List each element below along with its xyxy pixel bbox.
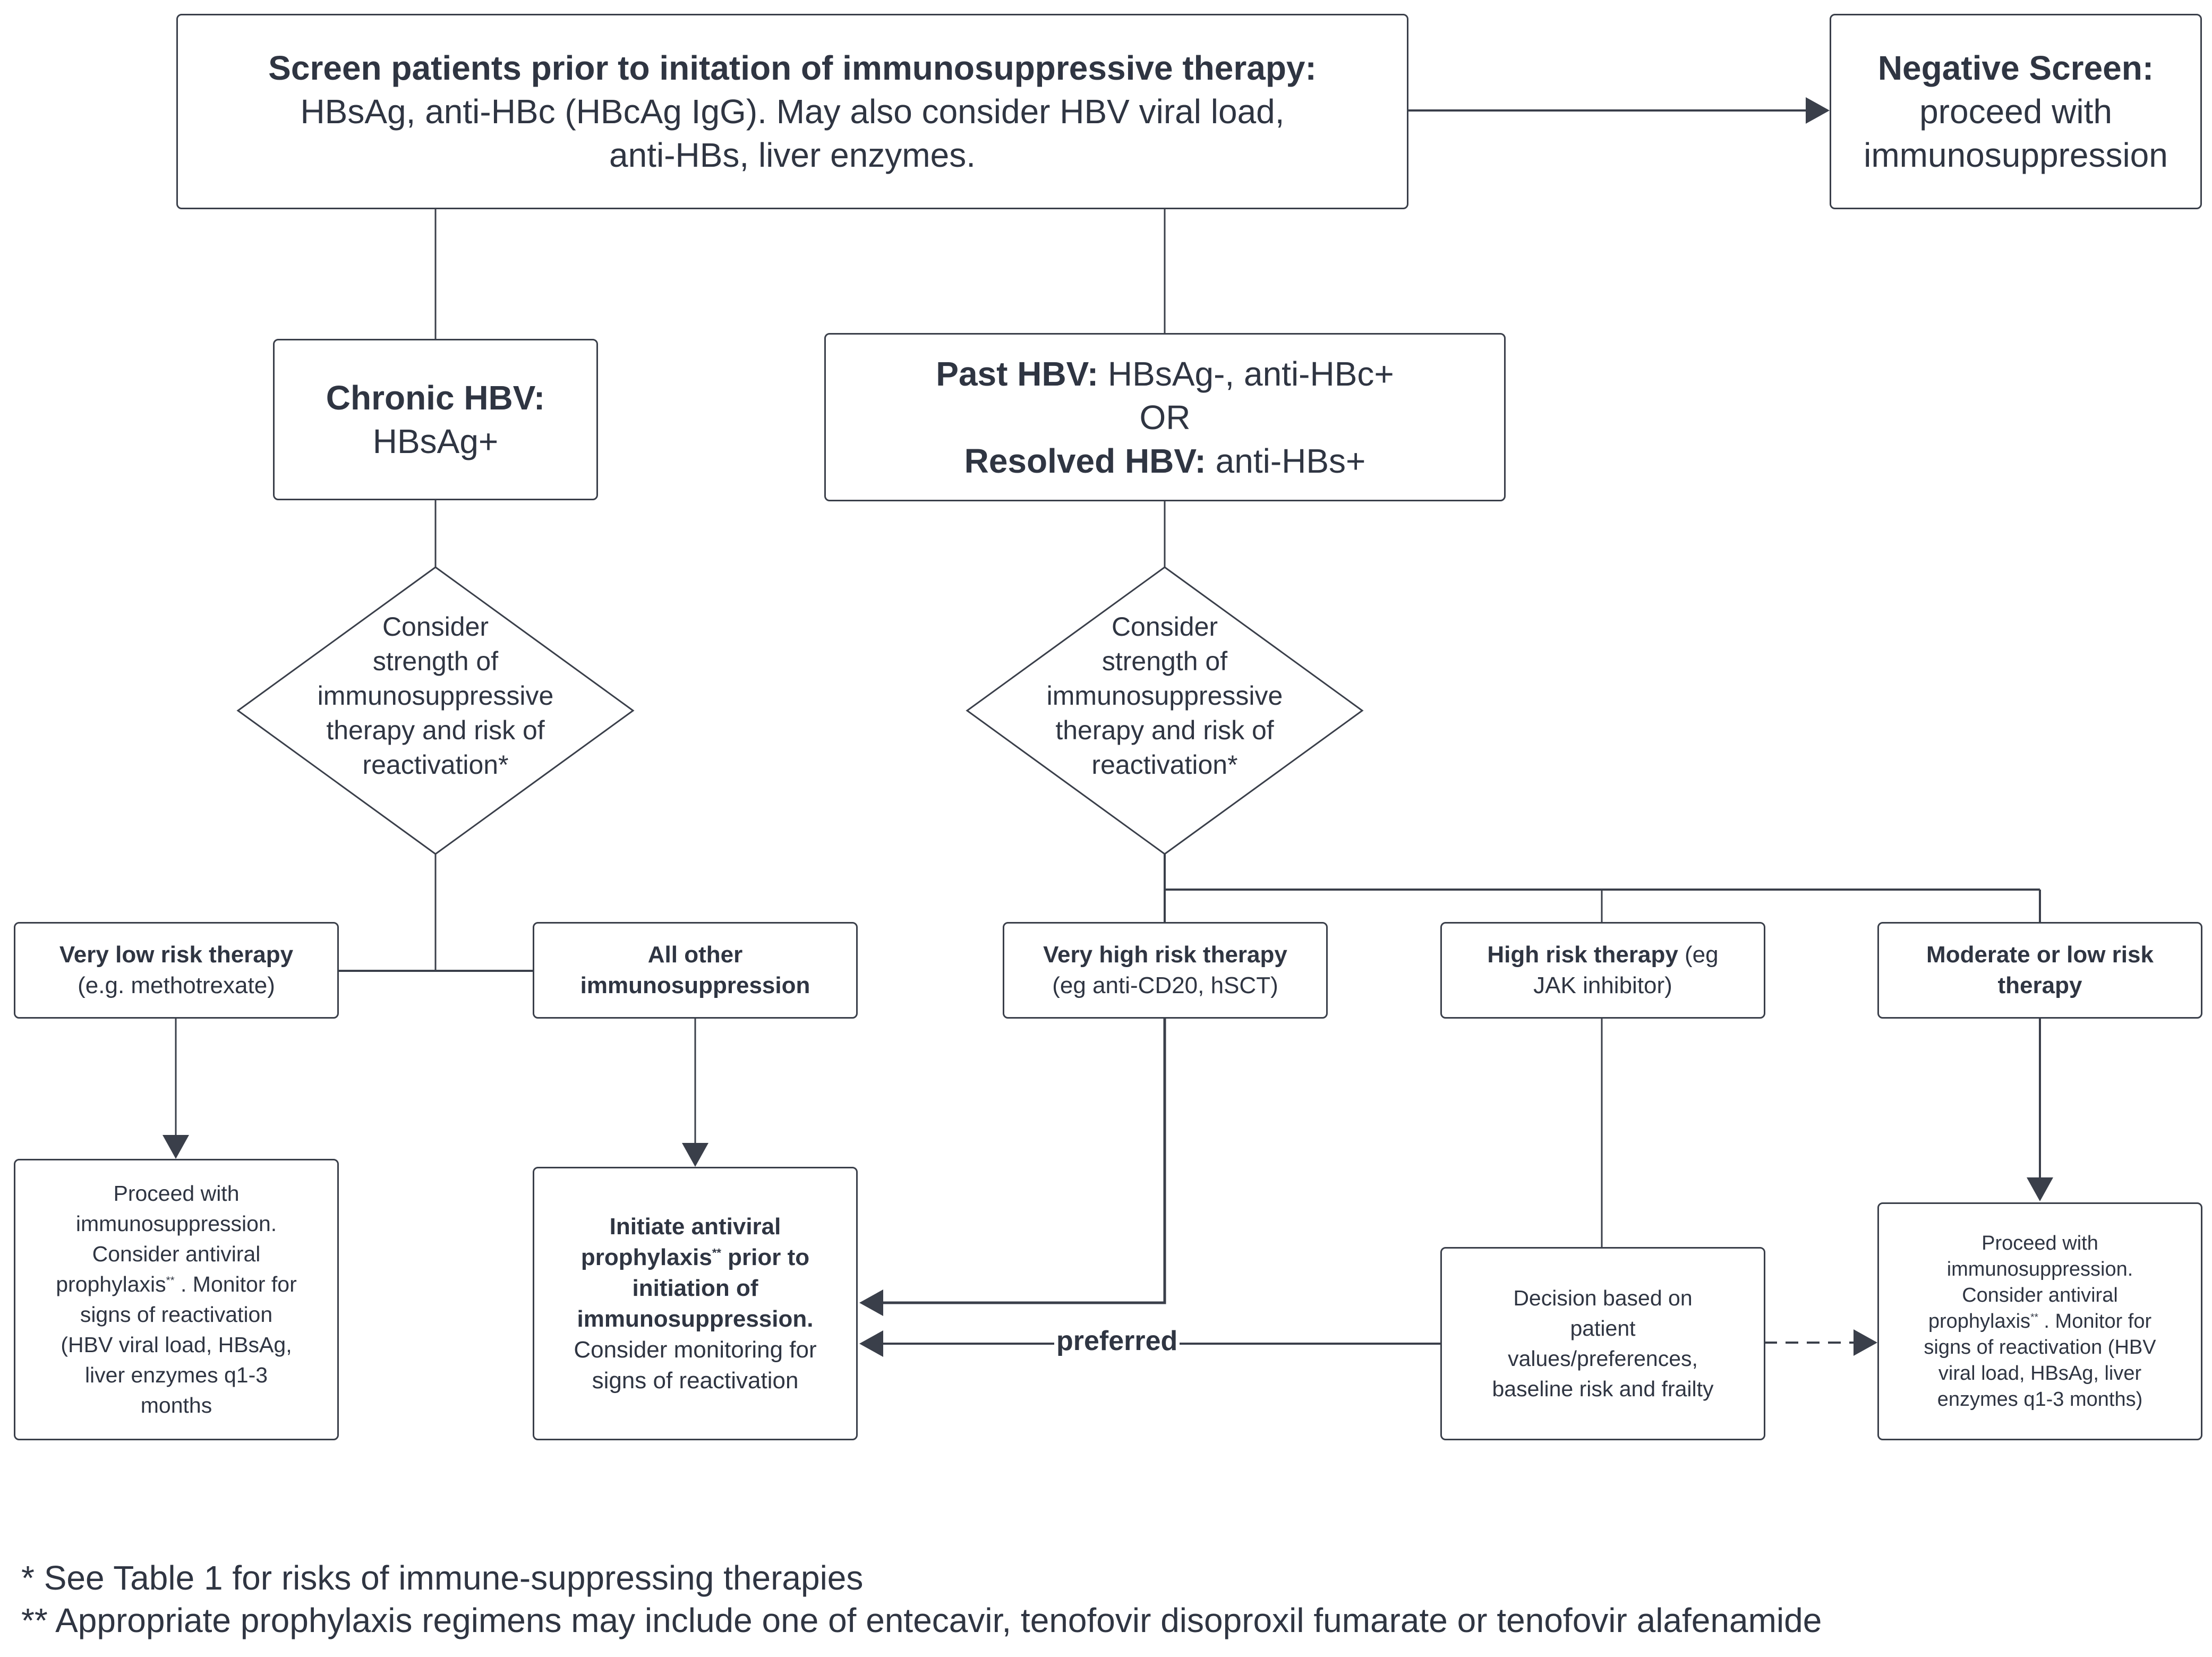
proceed-right-line: immunosuppression. — [1946, 1258, 2133, 1280]
preferred-label: preferred — [1054, 1325, 1180, 1357]
decision-right-line: strength of — [1101, 646, 1228, 676]
initiate-line6: signs of reactivation — [592, 1367, 799, 1394]
proceed-left-sup: ** — [166, 1274, 175, 1287]
proceed-left-line: signs of reactivation — [80, 1302, 273, 1327]
initiate-line4: immunosuppression. — [577, 1305, 814, 1332]
decision-left-line: strength of — [372, 646, 499, 676]
proceed-left-prophylaxis: prophylaxis — [56, 1272, 166, 1296]
negative-line1: proceed with — [1919, 92, 2112, 131]
proceed-left-box: Proceed with immunosuppression. Consider… — [14, 1159, 339, 1440]
all-other-line2: immunosuppression — [580, 972, 810, 998]
proceed-right-line: signs of reactivation (HBV — [1924, 1336, 2156, 1359]
high-text-inline: (eg — [1685, 942, 1719, 968]
decision-left-line: immunosuppressive — [317, 681, 554, 711]
very-high-to-initiate-line — [881, 1019, 1166, 1304]
past-hbv-box: Past HBV: HBsAg-, anti-HBc+ OR Resolved … — [824, 333, 1506, 501]
proceed-left-line: months — [140, 1393, 212, 1417]
proceed-right-line: Consider antiviral — [1962, 1284, 2118, 1306]
decision-diamond-right — [966, 566, 1364, 855]
past-text: HBsAg-, anti-HBc+ — [1107, 354, 1394, 393]
resolved-title: Resolved HBV: — [964, 441, 1206, 480]
negative-title: Negative Screen: — [1877, 49, 2154, 87]
decision-box-line: values/preferences, — [1508, 1346, 1698, 1371]
all-other-box: All other immunosuppression — [533, 922, 858, 1019]
initiate-top-arrowhead — [682, 1143, 708, 1167]
moderate-line2: therapy — [1997, 972, 2082, 998]
decision-right-line: immunosuppressive — [1046, 681, 1283, 711]
negative-arrowhead — [1806, 97, 1830, 124]
footnote-2: ** Appropriate prophylaxis regimens may … — [21, 1601, 1822, 1639]
chronic-title: Chronic HBV: — [326, 379, 545, 417]
proceed-right-after: . Monitor for — [2044, 1310, 2152, 1333]
proceed-right-line: enzymes q1-3 months) — [1937, 1388, 2143, 1411]
proceed-right-side-arrowhead — [1854, 1329, 1877, 1356]
resolved-text: anti-HBs+ — [1215, 441, 1366, 480]
proceed-left-after: . Monitor for — [181, 1272, 297, 1296]
negative-line2: immunosuppression — [1864, 136, 2168, 174]
decision-right-line: therapy and risk of — [1055, 715, 1274, 745]
very-low-text: (e.g. methotrexate) — [78, 972, 275, 998]
proceed-left-line: Proceed with — [113, 1181, 240, 1206]
proceed-right-line: viral load, HBsAg, liver — [1938, 1362, 2142, 1385]
decision-right-line: Consider — [1111, 612, 1218, 642]
decision-left-label: Consider strength of immunosuppressive t… — [287, 610, 584, 782]
proceed-left-line: Consider antiviral — [92, 1242, 261, 1266]
initiate-upper-arrowhead — [859, 1289, 883, 1316]
decision-box: Decision based on patient values/prefere… — [1440, 1247, 1765, 1440]
screening-title: Screen patients prior to initation of im… — [268, 49, 1317, 87]
decision-box-line: baseline risk and frailty — [1492, 1377, 1714, 1401]
high-risk-box: High risk therapy (eg JAK inhibitor) — [1440, 922, 1765, 1019]
moderate-line1: Moderate or low risk — [1926, 942, 2154, 968]
initiate-line1: Initiate antiviral — [609, 1213, 781, 1240]
initiate-lower-arrowhead — [859, 1330, 883, 1357]
screening-text-line1: HBsAg, anti-HBc (HBcAg IgG). May also co… — [300, 92, 1285, 131]
decision-right-label: Consider strength of immunosuppressive t… — [1016, 610, 1313, 782]
proceed-right-box: Proceed with immunosuppression. Consider… — [1877, 1202, 2202, 1440]
negative-screen-box: Negative Screen: proceed with immunosupp… — [1830, 14, 2202, 209]
past-or: OR — [1139, 398, 1191, 437]
initiate-after: prior to — [728, 1244, 810, 1270]
proceed-right-line: Proceed with — [1982, 1232, 2098, 1254]
initiate-antiviral-box: Initiate antiviral prophylaxis** prior t… — [533, 1167, 858, 1440]
decision-right-line: reactivation* — [1091, 750, 1238, 780]
high-text-line2: JAK inhibitor) — [1533, 972, 1672, 998]
high-title: High risk therapy — [1487, 942, 1678, 968]
decision-left-line: reactivation* — [362, 750, 509, 780]
very-high-risk-box: Very high risk therapy (eg anti-CD20, hS… — [1003, 922, 1328, 1019]
decision-box-line: patient — [1570, 1316, 1636, 1340]
very-high-text: (eg anti-CD20, hSCT) — [1052, 972, 1278, 998]
moderate-risk-box: Moderate or low risk therapy — [1877, 922, 2202, 1019]
proceed-left-line: immunosuppression. — [75, 1211, 277, 1236]
screening-text-line2: anti-HBs, liver enzymes. — [609, 136, 976, 174]
initiate-line3: initiation of — [632, 1275, 758, 1301]
proceed-right-sup: ** — [2030, 1311, 2038, 1323]
proceed-left-line: liver enzymes q1-3 — [84, 1363, 268, 1387]
chronic-text: HBsAg+ — [372, 422, 499, 460]
initiate-prophylaxis: prophylaxis — [580, 1244, 712, 1270]
all-other-line1: All other — [647, 942, 743, 968]
initiate-line5: Consider monitoring for — [574, 1336, 817, 1363]
proceed-right-top-arrowhead — [2027, 1177, 2053, 1201]
proceed-left-line: (HBV viral load, HBsAg, — [61, 1333, 292, 1357]
proceed-left-arrowhead — [163, 1135, 189, 1159]
initiate-sup: ** — [712, 1245, 721, 1259]
decision-left-line: therapy and risk of — [326, 715, 545, 745]
decision-diamond-left — [236, 566, 635, 855]
past-title: Past HBV: — [936, 354, 1099, 393]
proceed-right-prophylaxis: prophylaxis — [1928, 1310, 2031, 1333]
chronic-hbv-box: Chronic HBV: HBsAg+ — [273, 339, 598, 500]
very-low-risk-box: Very low risk therapy (e.g. methotrexate… — [14, 922, 339, 1019]
very-low-title: Very low risk therapy — [59, 942, 294, 968]
decision-left-line: Consider — [382, 612, 489, 642]
very-high-title: Very high risk therapy — [1043, 942, 1287, 968]
footnote-1: * See Table 1 for risks of immune-suppre… — [21, 1559, 864, 1597]
screening-box: Screen patients prior to initation of im… — [176, 14, 1408, 209]
decision-box-line: Decision based on — [1513, 1286, 1693, 1310]
